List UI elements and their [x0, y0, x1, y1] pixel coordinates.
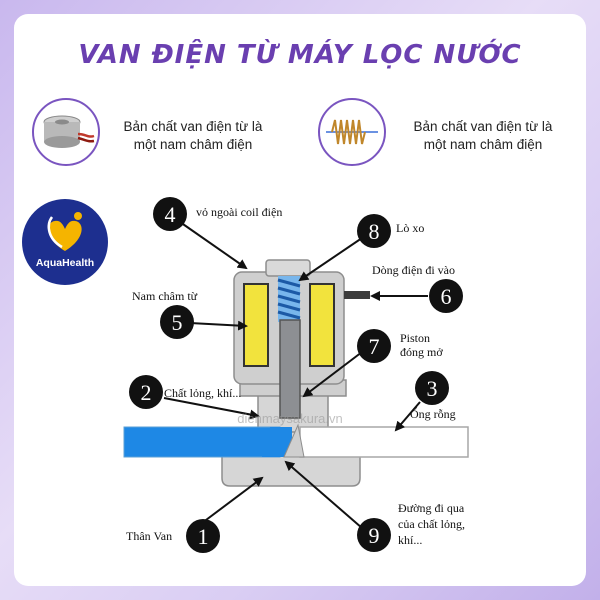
svg-text:9: 9	[369, 523, 380, 548]
svg-text:7: 7	[369, 334, 380, 359]
watermark: dienmaysakura.vn	[237, 411, 343, 426]
marker-6: 6	[429, 279, 463, 313]
leader-line-4	[179, 221, 248, 270]
label-3: Ống rỗng	[410, 406, 456, 421]
marker-3: 3	[415, 371, 449, 405]
coil-cap	[265, 259, 311, 277]
leader-line-5	[189, 320, 248, 331]
label-7-line1: Piston	[400, 331, 430, 345]
marker-2: 2	[129, 375, 163, 409]
svg-text:4: 4	[165, 202, 176, 227]
inlet-pipe	[123, 426, 281, 458]
marker-1: 1	[186, 519, 220, 553]
label-1: Thân Van	[126, 529, 172, 543]
marker-5: 5	[160, 305, 194, 339]
label-8: Lò xo	[396, 221, 424, 235]
label-6: Dòng điện đi vào	[372, 263, 455, 277]
intro-caption-2: Bản chất van điện từ là một nam châm điệ…	[413, 119, 553, 152]
svg-text:5: 5	[172, 310, 183, 335]
label-4: vỏ ngoài coil điện	[196, 205, 282, 219]
label-9-line2: của chất lỏng,	[398, 517, 465, 531]
leader-line-9	[284, 460, 363, 529]
leader-line-8	[298, 237, 363, 282]
spring	[277, 276, 301, 322]
label-2: Chất lỏng, khí...	[164, 386, 241, 400]
label-5: Nam châm từ	[132, 289, 198, 303]
svg-text:2: 2	[141, 380, 152, 405]
svg-text:8: 8	[369, 219, 380, 244]
coil-right	[309, 283, 335, 367]
piston	[279, 319, 301, 419]
coil-left	[243, 283, 269, 367]
label-7-line2: đóng mở	[400, 345, 443, 359]
seat-divider	[283, 423, 305, 458]
marker-7: 7	[357, 329, 391, 363]
leader-line-2	[163, 397, 260, 420]
svg-text:1: 1	[198, 524, 209, 549]
leader-line-7	[302, 351, 363, 398]
coil-spring-icon	[318, 98, 386, 166]
brand-logo: AquaHealth	[22, 199, 108, 285]
marker-8: 8	[357, 214, 391, 248]
electromagnet-icon	[32, 98, 100, 166]
marker-9: 9	[357, 518, 391, 552]
page-title: VAN ĐIỆN TỪ MÁY LỌC NƯỚC	[78, 40, 522, 70]
svg-text:3: 3	[427, 376, 438, 401]
label-9-line3: khí...	[398, 533, 422, 547]
outlet-pipe	[299, 426, 469, 458]
svg-text:6: 6	[441, 284, 452, 309]
label-9-line1: Đường đi qua	[398, 501, 465, 515]
fluid-channel	[262, 427, 292, 457]
leader-line-3	[394, 401, 421, 432]
intro-caption-1: Bản chất van điện từ là một nam châm điệ…	[123, 119, 263, 152]
marker-4: 4	[153, 197, 187, 231]
current-wire	[344, 291, 370, 299]
brand-logo-text: AquaHealth	[35, 257, 95, 269]
